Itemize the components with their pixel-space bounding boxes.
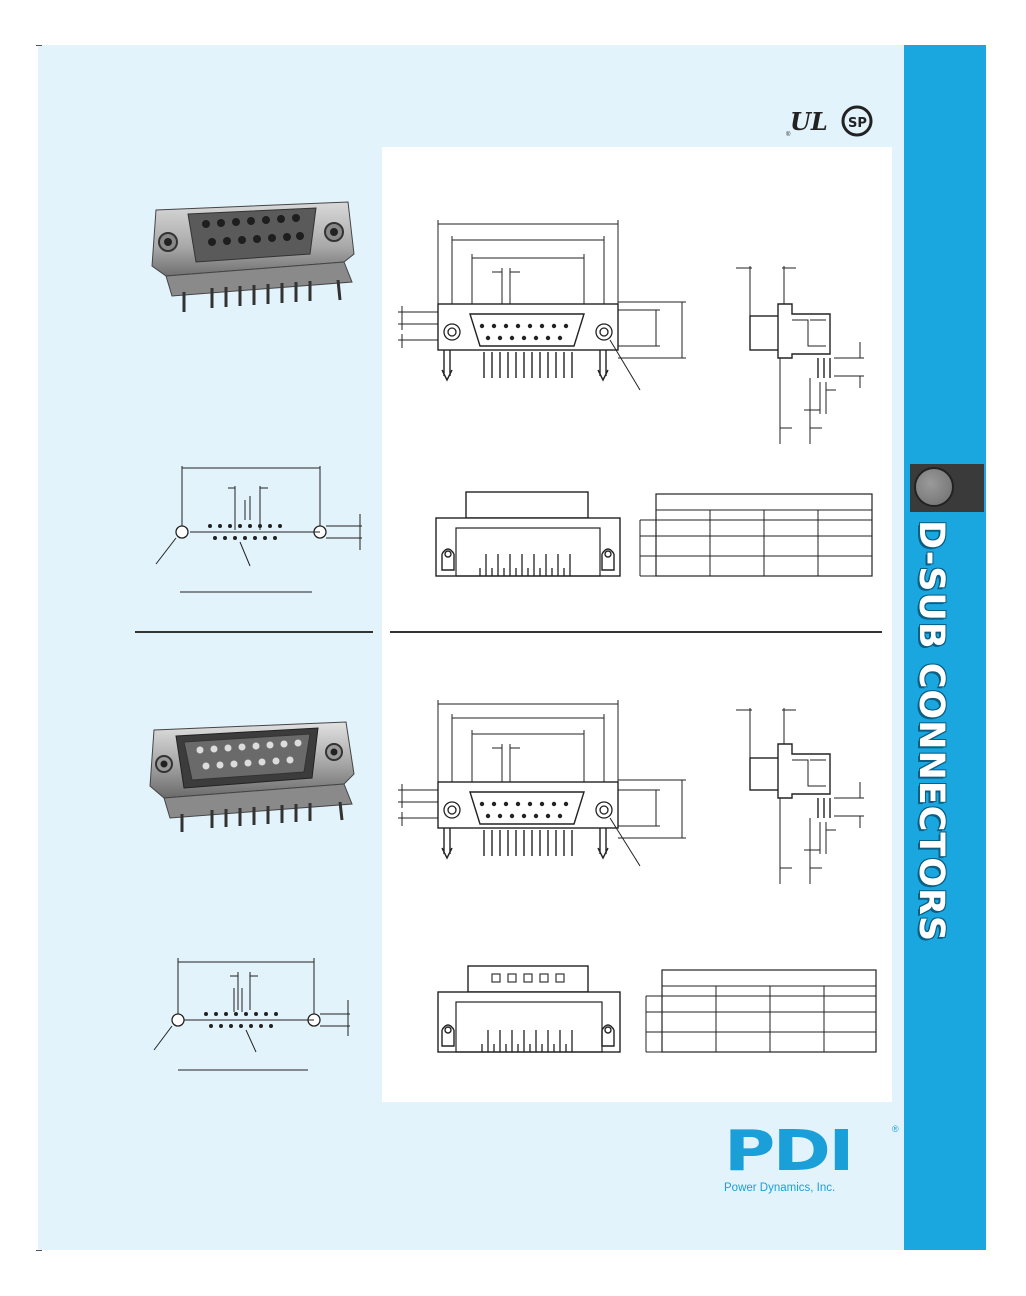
section-divider bbox=[390, 631, 882, 633]
pdi-logo: PDI ® Power Dynamics, Inc. bbox=[724, 1124, 904, 1204]
male-side-view-drawing bbox=[736, 708, 864, 884]
female-front-view-drawing bbox=[398, 220, 686, 391]
csa-mark-text: SP bbox=[848, 116, 867, 131]
company-name: Power Dynamics, Inc. bbox=[724, 1182, 836, 1194]
ul-registered: ® bbox=[786, 131, 791, 138]
male-pcb-footprint bbox=[153, 958, 350, 1071]
ul-mark-text: UL bbox=[790, 107, 828, 136]
male-front-view-drawing bbox=[398, 700, 686, 867]
crop-mark bbox=[36, 1250, 42, 1251]
sidebar-title-text: D-SUB CONNECTORS bbox=[911, 520, 951, 943]
pdi-wordmark: PDI bbox=[724, 1119, 854, 1184]
ul-mark: UL ® bbox=[786, 107, 828, 138]
female-connector-photo bbox=[151, 201, 355, 312]
crop-mark bbox=[36, 45, 42, 46]
registered-mark: ® bbox=[892, 1124, 899, 1134]
csa-mark: SP bbox=[841, 105, 873, 137]
sidebar-title: D-SUB CONNECTORS bbox=[904, 520, 986, 942]
tab-circle-icon bbox=[914, 467, 954, 507]
female-side-view-drawing bbox=[736, 266, 864, 444]
male-rear-view-drawing bbox=[437, 965, 621, 1053]
female-rear-view-drawing bbox=[435, 491, 621, 577]
section-divider bbox=[135, 631, 373, 633]
male-connector-photo bbox=[149, 721, 355, 832]
male-dimension-table bbox=[645, 969, 877, 1053]
female-dimension-table bbox=[639, 493, 873, 577]
female-pcb-footprint bbox=[155, 466, 362, 593]
sidebar-band bbox=[904, 45, 986, 1250]
